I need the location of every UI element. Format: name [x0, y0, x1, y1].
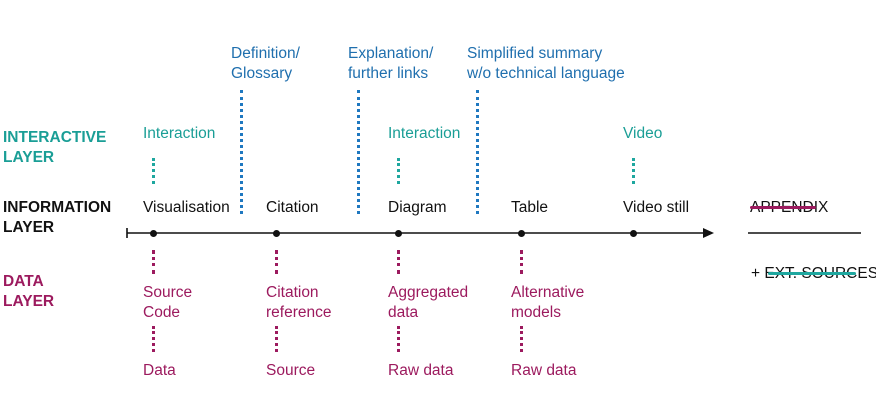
raw-connector-visualisation: [152, 326, 155, 352]
data-connector-table: [520, 250, 523, 274]
interaction-connector-diagram: [397, 158, 400, 184]
data-connector-diagram: [397, 250, 400, 274]
data-layer-label: DATA LAYER: [3, 273, 55, 310]
info-item-citation: Citation: [266, 199, 319, 216]
node-diagram: [395, 230, 402, 237]
interaction-connector-video: [632, 158, 635, 184]
interaction-connector-visualisation: [152, 158, 155, 184]
explanation-links-note: Explanation/ further links: [348, 45, 434, 82]
interactive-layer-label: INTERACTIVE LAYER: [3, 129, 107, 166]
timeline-arrowhead: [703, 228, 714, 238]
info-item-video-still: Video still: [623, 199, 690, 216]
data-item-aggregated-data: Aggregated data: [388, 284, 469, 321]
definition-glossary-note: Definition/ Glossary: [231, 45, 300, 82]
definition-connector: [240, 90, 243, 214]
data-connector-citation: [275, 250, 278, 274]
info-item-visualisation: Visualisation: [143, 199, 230, 216]
raw-item-raw-data-diagram: Raw data: [388, 362, 454, 379]
interaction-diagram: Interaction: [388, 125, 461, 142]
interaction-visualisation: Interaction: [143, 125, 216, 142]
explanation-connector: [357, 90, 360, 214]
summary-connector: [476, 90, 479, 214]
raw-item-data: Data: [143, 362, 176, 379]
data-connector-visualisation: [152, 250, 155, 274]
simplified-summary-note: Simplified summary w/o technical languag…: [467, 45, 625, 82]
appendix-strike: [750, 206, 816, 209]
node-visualisation: [150, 230, 157, 237]
data-item-source-code: Source Code: [143, 284, 193, 321]
interaction-video: Video: [623, 125, 663, 142]
data-item-citation-reference: Citation reference: [266, 284, 332, 321]
raw-connector-diagram: [397, 326, 400, 352]
info-item-table: Table: [511, 199, 549, 216]
node-table: [518, 230, 525, 237]
info-item-diagram: Diagram: [388, 199, 447, 216]
raw-item-raw-data-table: Raw data: [511, 362, 577, 379]
raw-item-source: Source: [266, 362, 316, 379]
raw-connector-table: [520, 326, 523, 352]
ext-sources-strike: [768, 272, 856, 275]
raw-connector-citation: [275, 326, 278, 352]
data-item-alternative-models: Alternative models: [511, 284, 585, 321]
node-video-still: [630, 230, 637, 237]
information-layer-label: INFORMATION LAYER: [3, 199, 112, 236]
node-citation: [273, 230, 280, 237]
